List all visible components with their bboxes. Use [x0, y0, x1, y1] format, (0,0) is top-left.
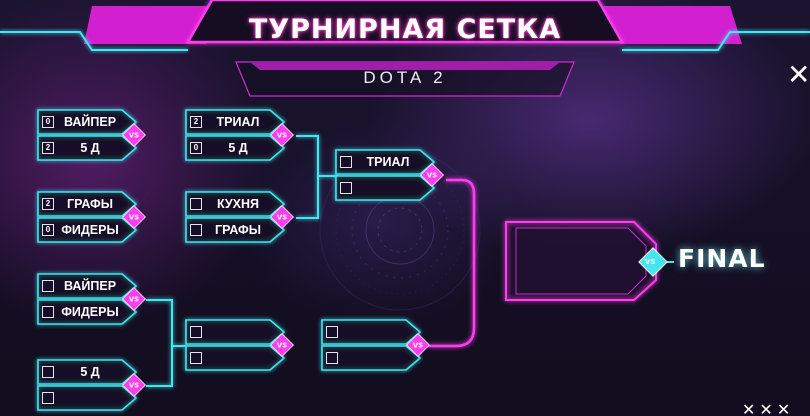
team-slot-bottom[interactable]: 2 5 Д — [42, 138, 120, 158]
close-icon-small: ✕✕✕ — [742, 400, 794, 416]
team-name: ФИДЕРЫ — [60, 223, 120, 237]
team-slot-top[interactable]: ВАЙПЕР — [42, 276, 120, 296]
team-slot-bottom[interactable] — [190, 348, 268, 368]
vs-badge-label: VS — [277, 132, 287, 140]
page-title: ТУРНИРНАЯ СЕТКА — [205, 14, 605, 45]
score-checkbox-icon[interactable] — [340, 156, 352, 168]
team-slot-top[interactable]: 5 Д — [42, 362, 120, 382]
score-checkbox-icon[interactable] — [190, 326, 202, 338]
score-checkbox-icon[interactable]: 0 — [190, 142, 202, 154]
team-name: ВАЙПЕР — [60, 279, 120, 293]
team-name: ГРАФЫ — [208, 223, 268, 237]
team-slot-bottom[interactable]: ФИДЕРЫ — [42, 302, 120, 322]
team-name: ТРИАЛ — [208, 115, 268, 129]
team-name: ТРИАЛ — [358, 155, 418, 169]
team-slot-bottom[interactable]: ГРАФЫ — [190, 220, 268, 240]
team-name: 5 Д — [60, 141, 120, 155]
score-checkbox-icon[interactable] — [326, 352, 338, 364]
team-slot-top[interactable]: 2 ГРАФЫ — [42, 194, 120, 214]
score-checkbox-icon[interactable] — [42, 366, 54, 378]
team-slot-top[interactable]: 0 ВАЙПЕР — [42, 112, 120, 132]
score-checkbox-icon[interactable]: 2 — [42, 198, 54, 210]
score-checkbox-icon[interactable] — [42, 280, 54, 292]
team-name: ГРАФЫ — [60, 197, 120, 211]
team-slot-bottom[interactable] — [42, 388, 120, 408]
score-checkbox-icon[interactable] — [42, 306, 54, 318]
team-slot-top[interactable]: 2 ТРИАЛ — [190, 112, 268, 132]
team-slot-bottom[interactable] — [340, 178, 418, 198]
team-slot-bottom[interactable]: 0 5 Д — [190, 138, 268, 158]
team-slot-top[interactable]: ТРИАЛ — [340, 152, 418, 172]
score-checkbox-icon[interactable] — [190, 224, 202, 236]
vs-badge-label: VS — [413, 342, 423, 350]
score-checkbox-icon[interactable] — [190, 198, 202, 210]
vs-badge-label: VS — [129, 132, 139, 140]
score-checkbox-icon[interactable]: 0 — [42, 224, 54, 236]
vs-badge-label: VS — [277, 214, 287, 222]
vs-badge-label: VS — [277, 342, 287, 350]
team-name: 5 Д — [208, 141, 268, 155]
score-checkbox-icon[interactable] — [326, 326, 338, 338]
team-slot-top[interactable] — [326, 322, 404, 342]
vs-badge-label: VS — [129, 296, 139, 304]
team-slot-top[interactable] — [190, 322, 268, 342]
close-icon[interactable]: ✕ — [787, 58, 810, 91]
final-label: FINAL — [678, 244, 766, 273]
team-slot-top[interactable]: КУХНЯ — [190, 194, 268, 214]
page-subtitle: DOTA 2 — [240, 68, 570, 88]
vs-badge-label: VS — [427, 172, 437, 180]
team-name: ФИДЕРЫ — [60, 305, 120, 319]
score-checkbox-icon[interactable]: 0 — [42, 116, 54, 128]
team-name: КУХНЯ — [208, 197, 268, 211]
score-checkbox-icon[interactable] — [340, 182, 352, 194]
vs-badge-label: VS — [129, 214, 139, 222]
team-name: ВАЙПЕР — [60, 115, 120, 129]
vs-badge-label: VS — [129, 382, 139, 390]
score-checkbox-icon[interactable]: 2 — [42, 142, 54, 154]
score-checkbox-icon[interactable]: 2 — [190, 116, 202, 128]
team-slot-bottom[interactable]: 0 ФИДЕРЫ — [42, 220, 120, 240]
score-checkbox-icon[interactable] — [190, 352, 202, 364]
score-checkbox-icon[interactable] — [42, 392, 54, 404]
team-name: 5 Д — [60, 365, 120, 379]
team-slot-bottom[interactable] — [326, 348, 404, 368]
final-vs-label: VS — [645, 258, 655, 266]
